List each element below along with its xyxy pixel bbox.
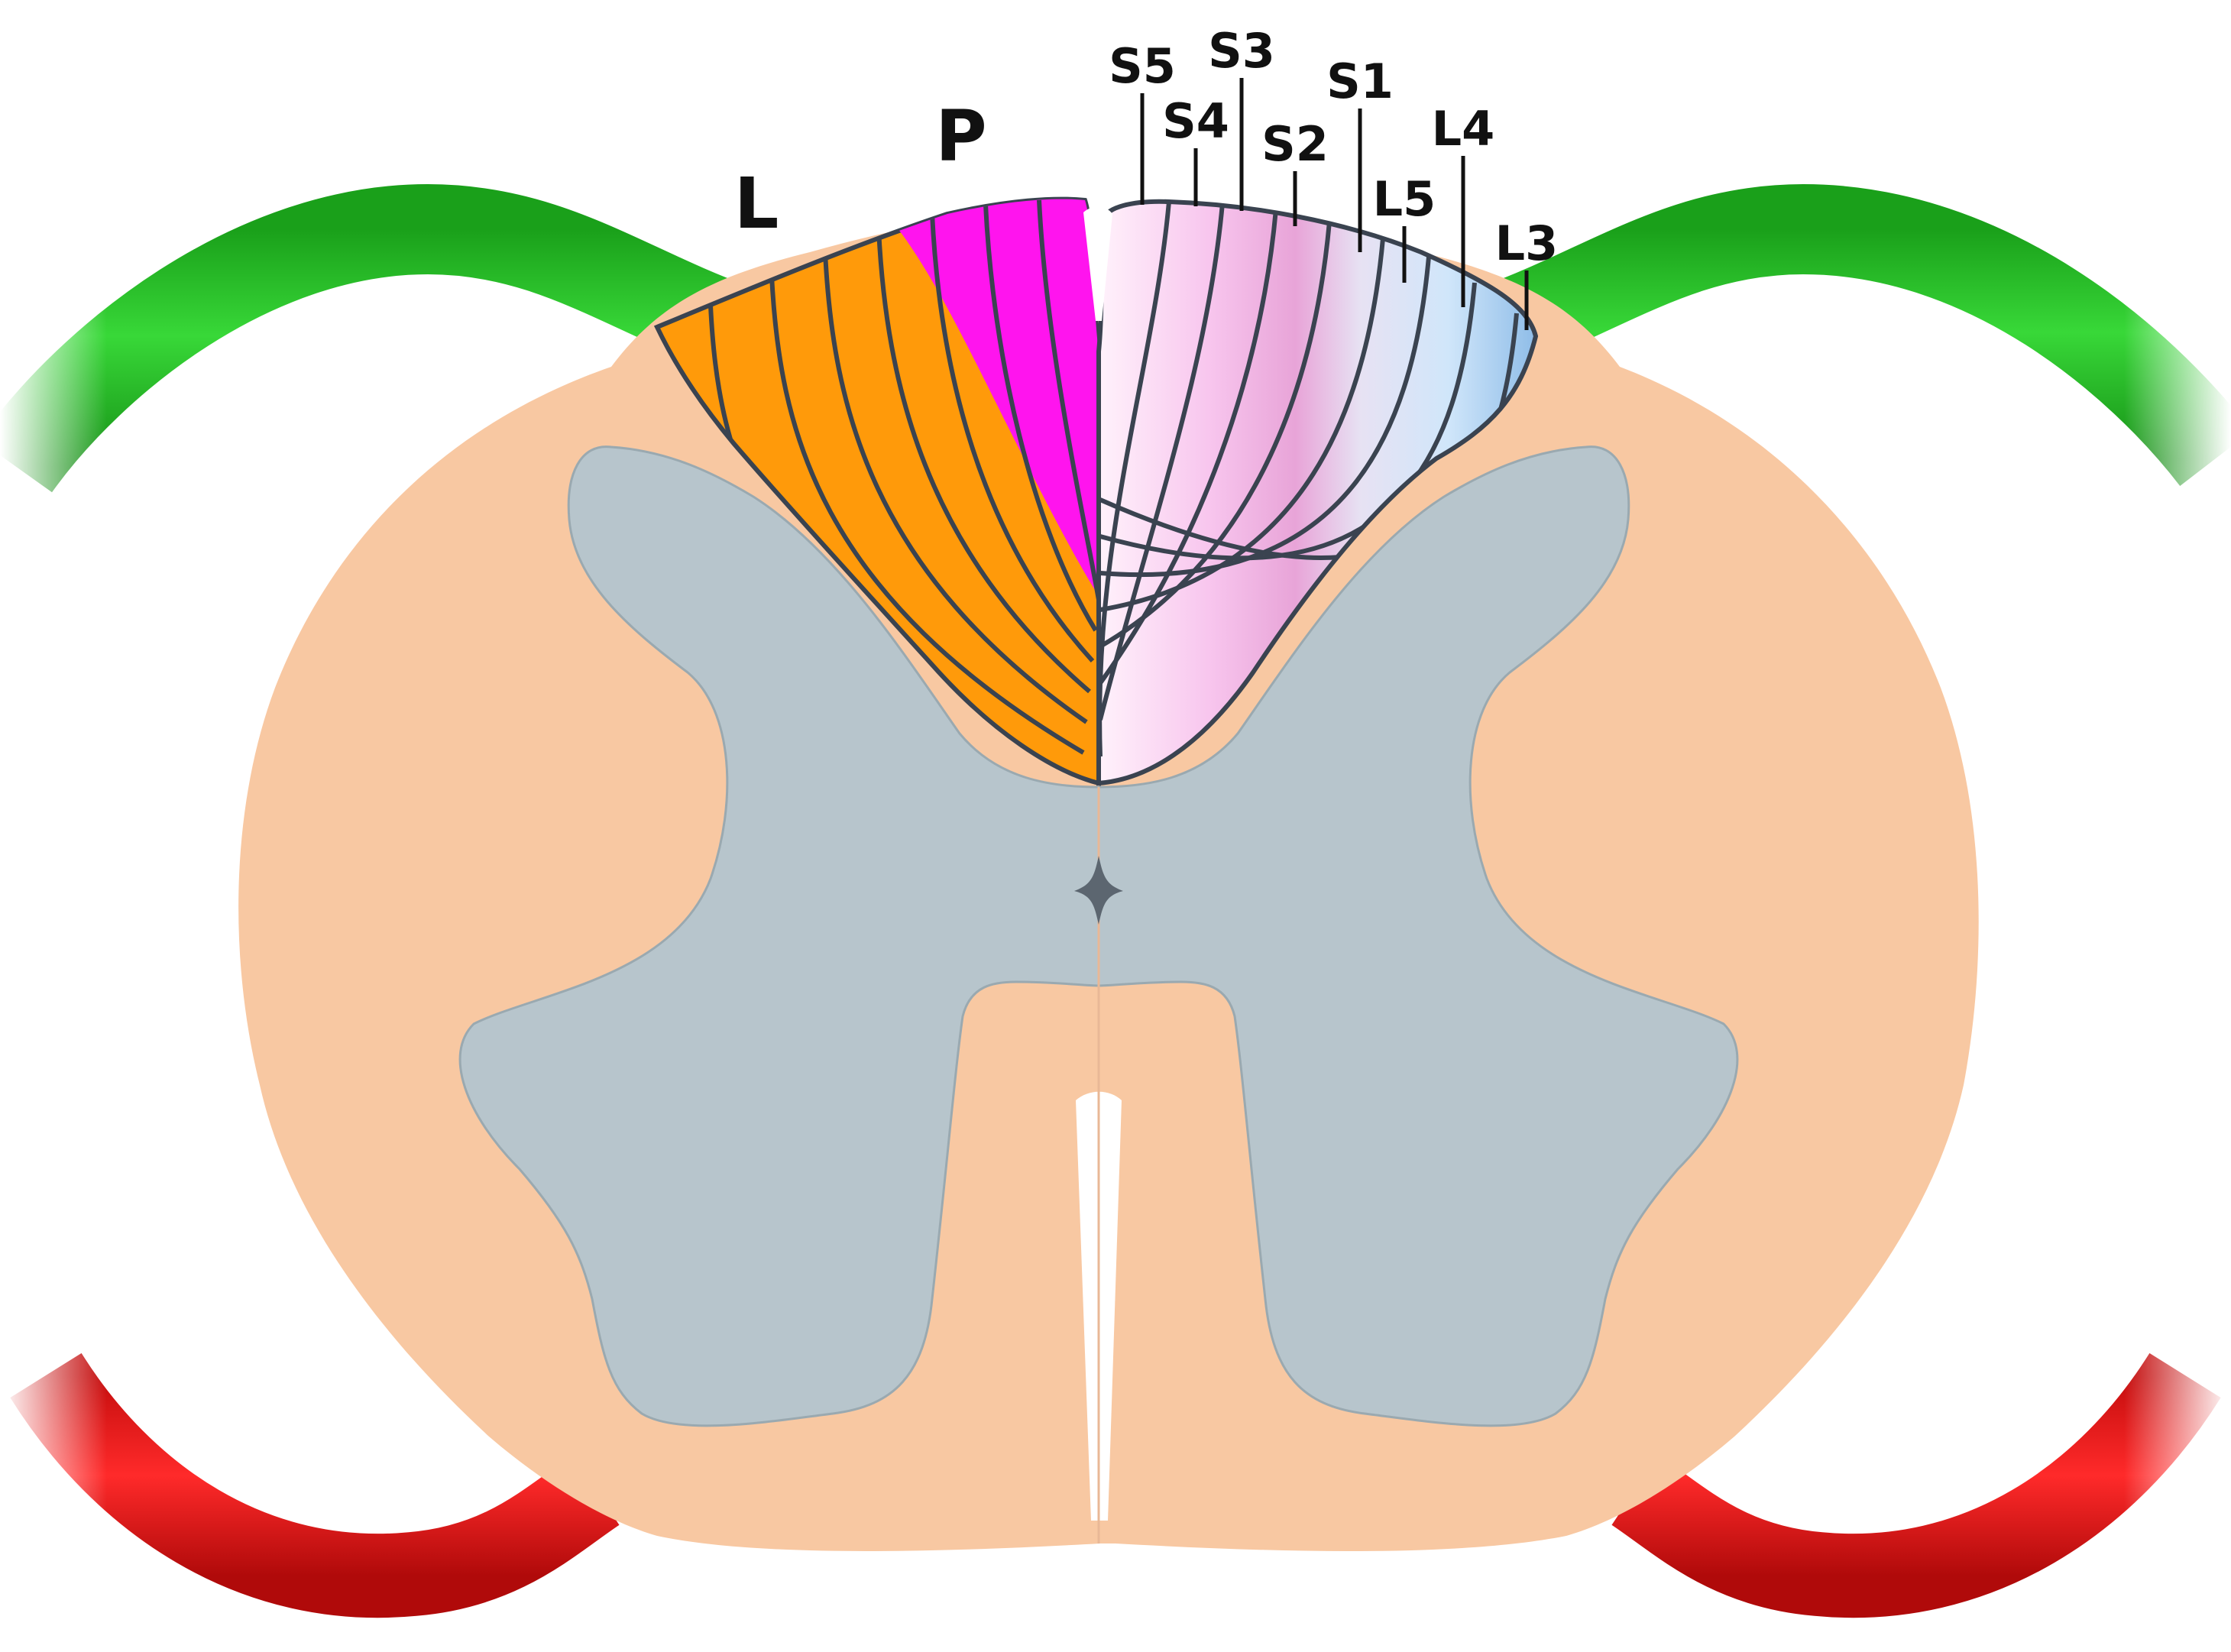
label-lateral: L xyxy=(734,163,779,245)
lamina-line-left xyxy=(769,274,1085,755)
lamina-line-right xyxy=(1099,221,1332,649)
lamina-line-left xyxy=(1037,199,1099,601)
label-l5: L5 xyxy=(1373,171,1436,227)
lamina-line-left xyxy=(983,204,1098,632)
label-s5: S5 xyxy=(1109,38,1176,94)
lamina-line-right xyxy=(1099,202,1225,721)
lamina-line-right xyxy=(1099,256,1431,577)
label-s2: S2 xyxy=(1261,116,1329,172)
lamina-line-left xyxy=(930,213,1095,663)
ventral-root-right xyxy=(1611,1352,2221,1618)
label-l3: L3 xyxy=(1495,215,1559,271)
lamina-line-right xyxy=(1099,201,1171,757)
central-canal xyxy=(1074,856,1123,925)
label-s3: S3 xyxy=(1208,23,1275,79)
lamina-line-right xyxy=(1099,238,1385,612)
label-l4: L4 xyxy=(1432,101,1495,157)
lamina-line-left xyxy=(876,228,1091,694)
posterior-median-sulcus xyxy=(1083,206,1112,321)
ventral-root-left xyxy=(10,1352,620,1618)
lamina-line-left xyxy=(823,251,1088,724)
label-posterior: P xyxy=(935,96,986,177)
label-s4: S4 xyxy=(1162,93,1229,149)
label-s1: S1 xyxy=(1326,53,1394,109)
